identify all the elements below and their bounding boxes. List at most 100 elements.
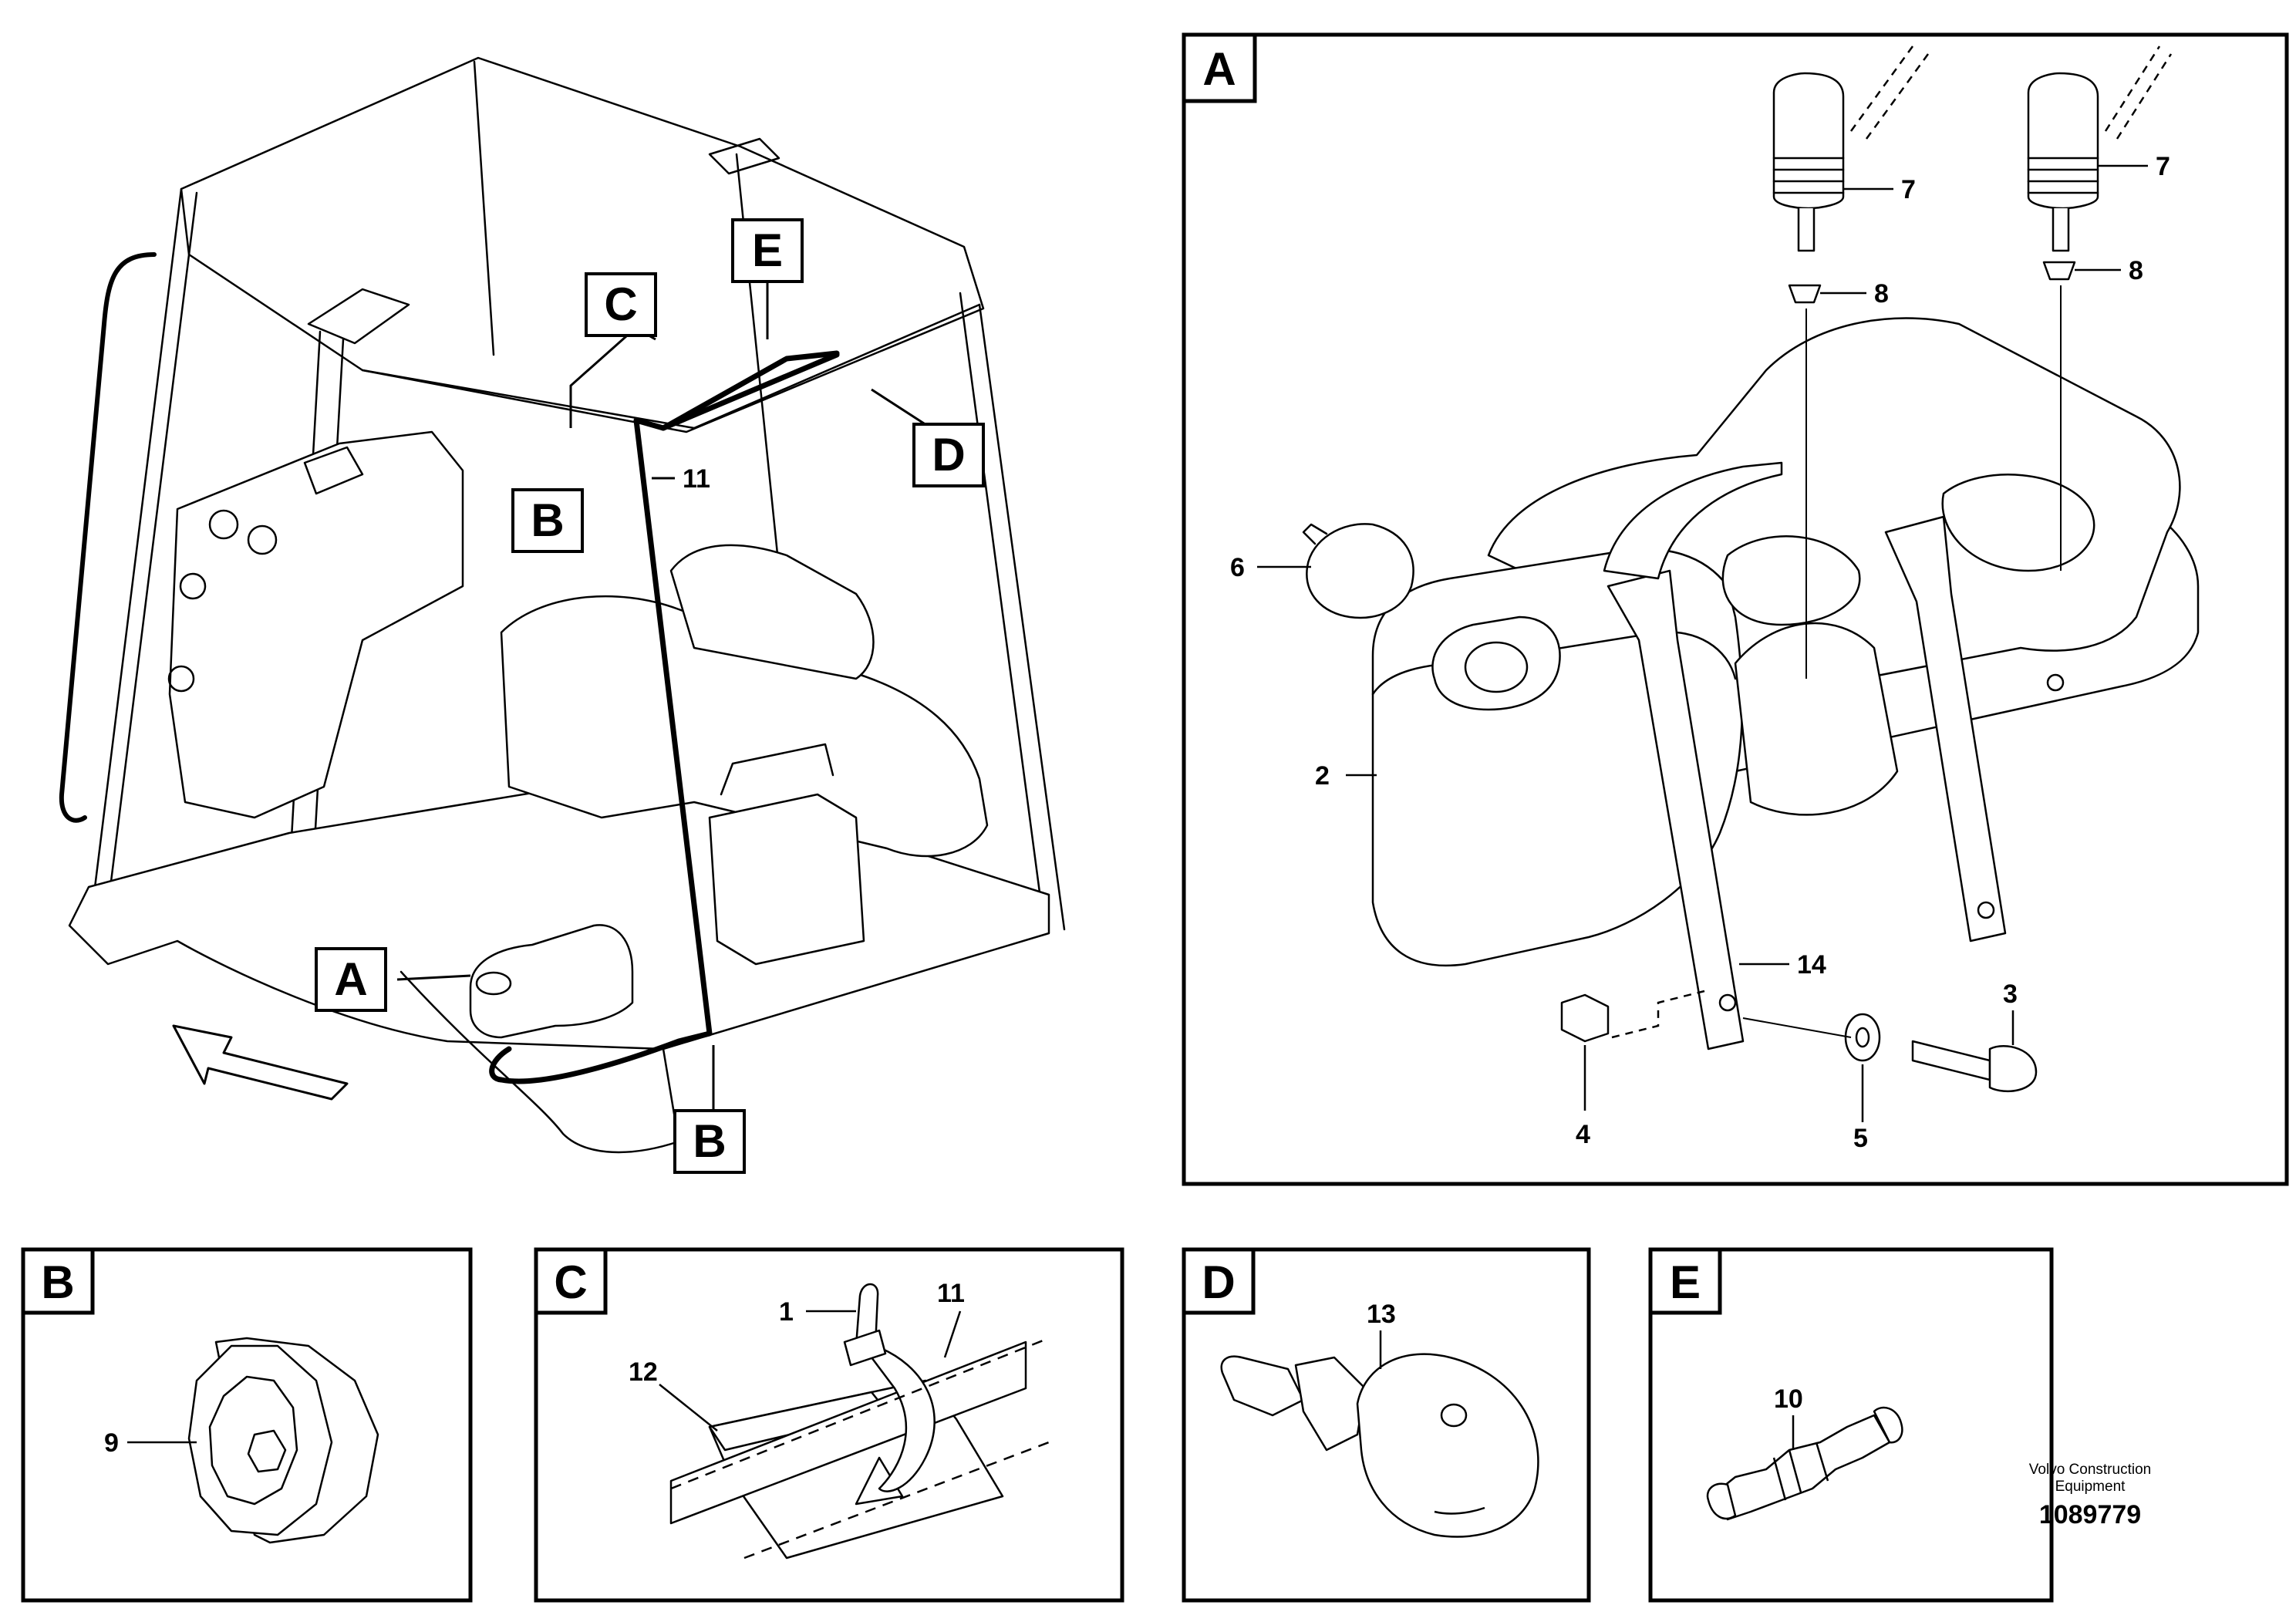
overview-box-b-bottom	[673, 1109, 746, 1174]
callout-8-left: 8	[1874, 279, 1889, 309]
detail-a: A	[1182, 32, 2289, 1186]
washer-hose-11-overview	[489, 352, 840, 1084]
pump-nozzle-right	[2052, 207, 2070, 252]
left-dash-console	[168, 430, 464, 819]
cab-overview	[59, 56, 1066, 1154]
detail-b: B 9	[21, 1247, 473, 1603]
overview-letter-b-top: B	[531, 494, 564, 546]
callout-1: 1	[779, 1297, 794, 1327]
callout-10: 10	[1774, 1384, 1803, 1414]
control-boot	[720, 743, 834, 796]
cab-pillar-mid	[473, 60, 495, 356]
gauge-3	[179, 572, 207, 600]
detail-d-letter: D	[1202, 1256, 1235, 1308]
cab-pillar-front-right-2	[978, 303, 1066, 931]
detail-a-frame	[1182, 32, 2289, 1186]
detail-e-letter-box	[1648, 1247, 1722, 1315]
hose-connector-10	[1714, 1414, 1891, 1521]
tank-rear-recess	[1941, 474, 2095, 572]
dash-display	[303, 446, 364, 495]
pump-hose-left	[1849, 46, 1914, 132]
gauge-2	[247, 524, 278, 555]
tank-cap-overview	[475, 971, 512, 996]
seat-backrest	[669, 544, 875, 680]
filler-opening	[1464, 641, 1529, 693]
overview-letter-e: E	[752, 224, 783, 276]
maker-line-1: Volvo Construction	[2028, 1462, 2152, 1478]
callout-12: 12	[629, 1357, 658, 1387]
hose-connector-10-end-left	[1706, 1482, 1737, 1520]
callout-9: 9	[104, 1428, 119, 1458]
callout-3: 3	[2003, 980, 2018, 1009]
washer-pump-7-right	[2027, 72, 2099, 210]
overview-box-b-top	[511, 488, 584, 553]
pump-threads-right	[2027, 157, 2099, 194]
doc-number: 1089779	[2038, 1500, 2142, 1529]
maker-line-2: Equipment	[2055, 1479, 2126, 1495]
callout-5: 5	[1853, 1124, 1868, 1153]
detail-c-frame	[534, 1247, 1124, 1603]
detail-e-letter: E	[1670, 1256, 1701, 1308]
nozzle-13-body	[1356, 1353, 1539, 1538]
strap-hole-front	[1718, 993, 1737, 1012]
overview-box-d	[912, 423, 985, 487]
detail-c-letter-box	[534, 1247, 608, 1315]
overview-leaders	[396, 278, 938, 1114]
roof-vent	[307, 288, 410, 345]
base-hole	[2046, 673, 2065, 692]
grommet-9-hole	[247, 1429, 287, 1473]
detail-b-frame	[21, 1247, 473, 1603]
nozzle-13-orifice	[1440, 1403, 1468, 1428]
detail-d-letter-box	[1182, 1247, 1256, 1315]
cab-pillar-rear-left	[91, 187, 183, 908]
strap-hole-rear	[1977, 901, 1995, 919]
nut-4	[1560, 993, 1610, 1043]
operator-seat	[500, 595, 989, 858]
callout-6: 6	[1230, 553, 1245, 582]
callout-8-right: 8	[2129, 256, 2143, 285]
detail-c-letter: C	[554, 1256, 587, 1308]
detail-d: D 13	[1182, 1247, 1591, 1603]
hose-axis-top	[670, 1337, 1050, 1490]
roof-edge	[361, 303, 981, 430]
callout-4: 4	[1576, 1120, 1590, 1149]
overview-letter-a: A	[334, 953, 367, 1005]
control-column	[708, 793, 865, 966]
nozzle-13-tip	[1220, 1355, 1305, 1417]
tank-overview	[469, 924, 634, 1039]
pump-nozzle-left	[1797, 207, 1816, 252]
roof-hatch	[708, 137, 781, 175]
detail-d-frame	[1182, 1247, 1591, 1603]
overview-letter-c: C	[604, 278, 637, 330]
washer-5-hole	[1855, 1027, 1870, 1048]
cab-pillar-front-right	[959, 292, 1047, 935]
callout-7-left: 7	[1901, 175, 1916, 204]
pump-hose-right	[2104, 46, 2161, 132]
pump-threads-left	[1772, 157, 1845, 194]
overview-box-e	[731, 218, 804, 283]
tank-valley	[1734, 622, 1899, 816]
overview-letter-d: D	[932, 429, 965, 481]
callout-14: 14	[1797, 950, 1826, 980]
overview-letter-boxes: A B B C D E 11	[315, 218, 985, 1174]
hose-connector-10-end-right	[1873, 1406, 1903, 1444]
nozzle-13-slot	[1434, 1506, 1485, 1515]
detail-a-letter-box	[1182, 32, 1257, 103]
detail-e-frame	[1648, 1247, 2054, 1603]
washer-hose-roof-run	[660, 350, 840, 431]
pump-hose-left-2	[1865, 53, 1930, 140]
detail-b-letter-box	[21, 1247, 95, 1315]
cab-roof	[180, 56, 985, 433]
grab-rail	[59, 252, 157, 823]
callout-13: 13	[1367, 1300, 1396, 1329]
cab-pillar-rear-left-2	[106, 191, 198, 908]
pump-hose-right-2	[2116, 53, 2173, 140]
bolt-3-head	[1988, 1045, 2038, 1093]
overview-letter-b-bottom: B	[693, 1115, 726, 1167]
tank-top-bowl	[1721, 535, 1861, 626]
gauge-4	[167, 665, 195, 693]
strap-14-front	[1607, 569, 1745, 1050]
strap-top-band	[1603, 461, 1783, 580]
overview-callout-11: 11	[683, 464, 710, 494]
